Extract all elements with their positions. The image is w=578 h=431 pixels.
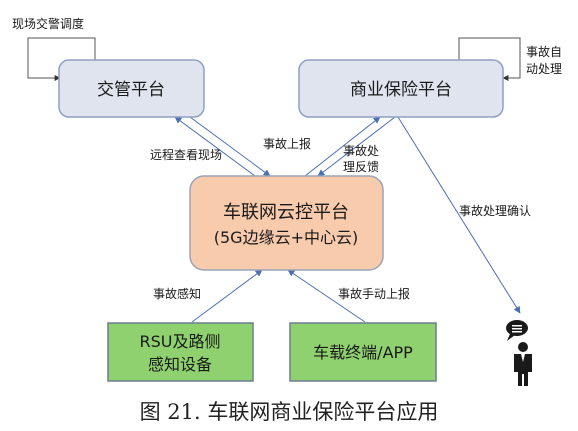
vehicle-terminal-label: 车载终端/APP	[313, 343, 413, 362]
arrow-rsu-to-cloud	[191, 269, 263, 323]
label-perception: 事故感知	[153, 286, 201, 301]
label-feedback-2: 理反馈	[343, 160, 379, 174]
traffic-platform-node: 交管平台	[58, 59, 205, 118]
rsu-node: RSU及路侧 感知设备	[107, 322, 254, 382]
cloud-platform-node: 车联网云控平台 (5G边缘云+中心云)	[189, 175, 384, 271]
rsu-label-line1: RSU及路侧	[140, 332, 221, 351]
arrow-traffic-to-cloud	[189, 116, 271, 177]
label-remote-view: 远程查看现场	[150, 147, 222, 162]
insurance-platform-node: 商业保险平台	[298, 59, 504, 118]
insurance-self-loop	[458, 37, 521, 81]
cloud-platform-title: 车联网云控平台	[223, 202, 349, 223]
label-feedback-1: 事故处	[343, 143, 379, 158]
label-process-confirm: 事故处理确认	[459, 203, 531, 218]
label-manual-report: 事故手动上报	[338, 286, 410, 301]
arrow-cloud-to-insurance	[304, 116, 381, 177]
rsu-label-line2: 感知设备	[148, 355, 212, 374]
arrow-insurance-to-cloud	[317, 116, 396, 177]
cloud-platform-subtitle: (5G边缘云+中心云)	[214, 228, 358, 247]
vehicle-terminal-node: 车载终端/APP	[289, 322, 437, 382]
traffic-self-loop	[27, 37, 96, 81]
traffic-platform-label: 交管平台	[97, 80, 165, 100]
label-auto-process-2: 动处理	[526, 62, 562, 76]
label-auto-process-1: 事故自	[526, 44, 562, 59]
figure-caption: 图 21. 车联网商业保险平台应用	[139, 400, 439, 424]
label-accident-report: 事故上报	[263, 136, 311, 151]
arrow-cloud-to-traffic	[174, 116, 256, 177]
arrow-vehicle-to-cloud	[287, 269, 366, 323]
person-with-speech-icon	[506, 320, 532, 386]
insurance-platform-label: 商业保险平台	[350, 80, 452, 100]
label-scene-dispatch: 现场交警调度	[12, 16, 84, 31]
arrow-insurance-to-user	[397, 116, 521, 314]
